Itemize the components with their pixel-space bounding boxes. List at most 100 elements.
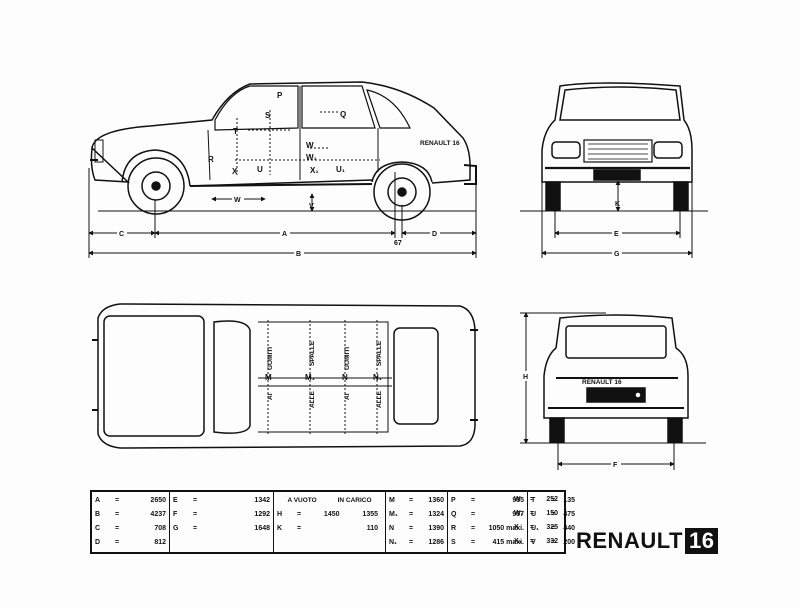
spec-key: B [95, 510, 101, 518]
vertical-label: AI [344, 393, 351, 400]
rear-tire-right [667, 417, 683, 443]
vertical-label: SPALLE [376, 340, 383, 366]
spec-value: 135 [563, 496, 575, 504]
spec-key: U [531, 510, 537, 518]
spec-value: 1292 [254, 510, 270, 518]
spec-key: G [173, 524, 179, 532]
side-front-arch [121, 149, 191, 187]
dim-label-h: H [523, 374, 528, 381]
top-hood [103, 315, 205, 437]
spec-header-carico: IN CARICO [337, 496, 372, 504]
spec-key: A [95, 496, 101, 504]
spec-value: 332 [546, 537, 558, 545]
front-tire-left [545, 181, 561, 211]
point-label: X₁ [310, 166, 319, 175]
brand-model: 16 [684, 528, 719, 554]
spec-value: 1648 [254, 524, 270, 532]
front-windshield [559, 86, 681, 121]
side-bumpers [90, 159, 477, 185]
spec-row: W=252 [514, 495, 558, 503]
dim-label-f: F [613, 462, 618, 469]
spec-row: U₁=440 [531, 524, 575, 532]
spec-row: X₁=332 [514, 537, 558, 545]
spec-key: N₁ [389, 538, 397, 546]
side-rear-arch [371, 161, 433, 183]
side-windows [214, 85, 411, 131]
side-front-wheel [127, 157, 185, 215]
spec-row: D=812 [95, 538, 166, 546]
side-view [90, 81, 477, 187]
side-body-rocker [189, 183, 373, 187]
spec-row: U=475 [531, 510, 575, 518]
spec-row: P=955 [451, 496, 524, 504]
dim-label-67: 67 [394, 240, 402, 247]
spec-row: C=708 [95, 524, 166, 532]
top-windshield [213, 320, 251, 434]
spec-col-4: M=1360 M₁=1324 N=1390 N₁=1286 [386, 492, 448, 552]
front-dimension-labels: K E G [612, 201, 622, 258]
point-label: P [277, 91, 283, 100]
spec-key: H [277, 510, 283, 518]
rear-emblem [634, 391, 642, 399]
spec-value: 2650 [150, 496, 166, 504]
point-label: X [232, 167, 238, 176]
top-roof [258, 321, 389, 433]
spec-row: X=325 [514, 523, 558, 531]
top-body-outline [97, 303, 476, 449]
side-doors [207, 86, 379, 181]
spec-row: A=2650 [95, 496, 166, 504]
spec-value: 4237 [150, 510, 166, 518]
front-plate [593, 169, 641, 181]
spec-key: X₁ [514, 537, 522, 545]
spec-value: 325 [546, 523, 558, 531]
spec-value: 415 maxi. [492, 538, 524, 546]
dim-label-v: V [309, 203, 314, 210]
point-label: T [233, 127, 238, 136]
point-label: S [265, 111, 271, 120]
vertical-label: ALLE [309, 390, 316, 408]
spec-key: X [514, 523, 519, 531]
spec-key: Q [451, 510, 457, 518]
spec-col-1: A=2650 B=4237 C=708 D=812 [92, 492, 170, 552]
spec-key: V [531, 538, 536, 546]
spec-value-carico: 110 [366, 524, 378, 532]
rear-plate [586, 387, 646, 403]
spec-col-7: W=252 W₁=150 X=325 X₁=332 [512, 492, 560, 548]
spec-col-2: E=1342 F=1292 G=1648 [170, 492, 274, 552]
spec-row: Q=957 [451, 510, 524, 518]
spec-value: 1360 [428, 496, 444, 504]
top-rails [258, 377, 392, 387]
spec-row: K=110 [274, 521, 385, 535]
rear-badge: RENAULT 16 [582, 379, 622, 386]
spec-key: U₁ [531, 524, 539, 532]
point-label: U [257, 165, 263, 174]
spec-key: P [451, 496, 456, 504]
spec-row: M=1360 [389, 496, 444, 504]
vertical-label: AI [267, 393, 274, 400]
point-label: W₁ [306, 153, 318, 162]
top-view [92, 303, 478, 449]
spec-col-6: T=135 U=475 U₁=440 V=200 [528, 492, 578, 552]
point-label: U₁ [336, 165, 346, 174]
rear-tire-left [549, 417, 565, 443]
front-body-outline [541, 82, 693, 183]
spec-row: G=1648 [173, 524, 270, 532]
spec-key: T [531, 496, 536, 504]
point-label: Q [340, 110, 346, 119]
spec-value: 252 [546, 495, 558, 503]
spec-key: F [173, 510, 178, 518]
front-headlight-left [551, 141, 581, 159]
spec-row: E=1342 [173, 496, 270, 504]
spec-value: 475 [563, 510, 575, 518]
vertical-label: GOMITI [267, 347, 274, 370]
dim-label-e: E [614, 231, 619, 238]
point-label: N₁ [373, 373, 383, 382]
front-view [541, 82, 693, 211]
spec-value-vuoto: 1450 [323, 510, 340, 518]
top-mirrors [92, 329, 478, 421]
spec-value: 200 [563, 538, 575, 546]
spec-key: R [451, 524, 457, 532]
